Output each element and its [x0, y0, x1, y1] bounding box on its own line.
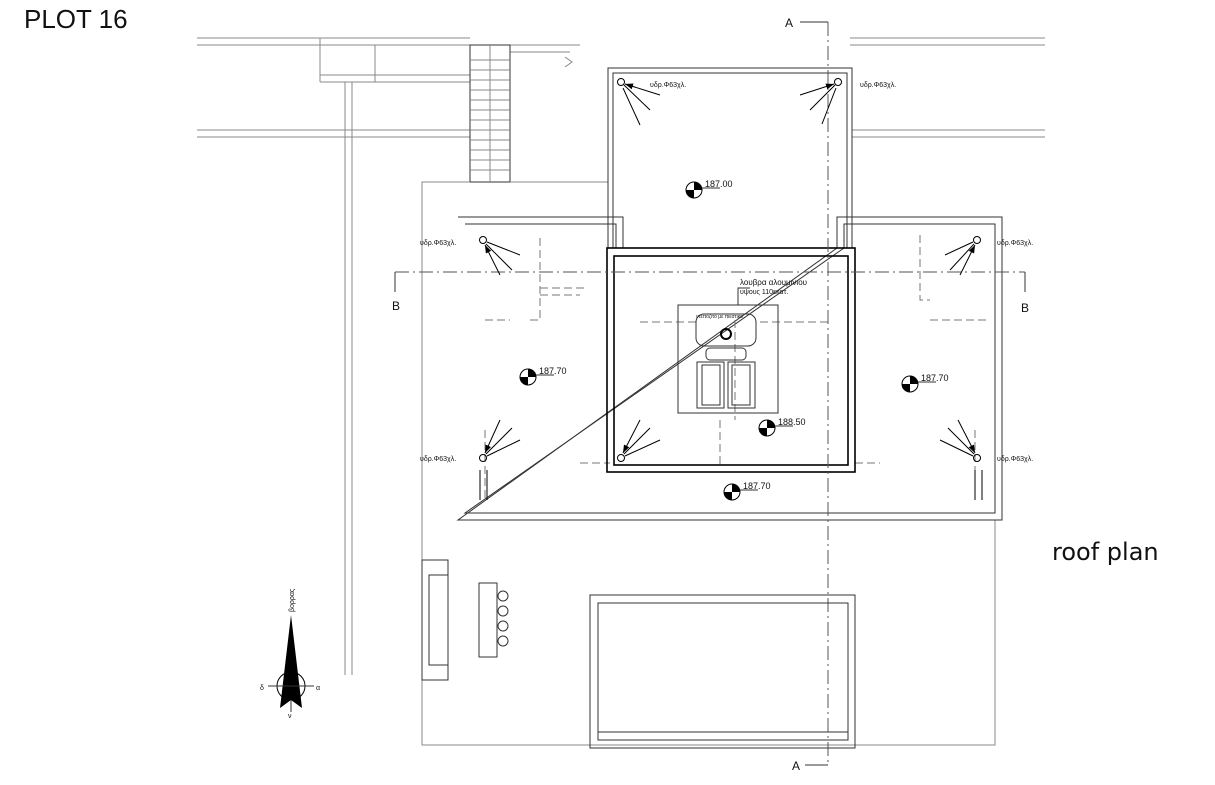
level-bottom: 187.70	[743, 481, 771, 491]
site-lines	[197, 37, 1045, 675]
section-b-label-left: B	[392, 299, 400, 313]
compass-south: ν	[288, 713, 292, 720]
compass-east: α	[316, 685, 320, 692]
drain-label: υδρ.Φ63χλ.	[420, 240, 456, 247]
level-center: 188.50	[778, 417, 806, 427]
yard-features	[421, 559, 509, 681]
compass-north: βορρας	[289, 588, 296, 612]
north-arrow-icon	[268, 615, 314, 712]
tank-label: ντεπόζιτο με πιεστικο	[696, 313, 743, 320]
top-roof	[607, 67, 853, 249]
plot-title: PLOT 16	[24, 4, 128, 34]
staircase	[469, 44, 511, 183]
center-roof	[606, 247, 856, 473]
roof-drains	[480, 79, 983, 500]
section-b-label-right: B	[1021, 301, 1029, 315]
drain-label: υδρ.Φ63χλ.	[650, 82, 686, 89]
drawing-title: roof plan	[1052, 538, 1159, 566]
section-a-label-bottom: A	[792, 759, 800, 773]
louvre-height-label: υψους 110εκατ.	[740, 289, 788, 296]
compass-west: δ	[260, 685, 264, 692]
level-top: 187.00	[705, 179, 733, 189]
section-a-label-top: A	[785, 16, 793, 30]
drain-label: υδρ.Φ63χλ.	[997, 456, 1033, 463]
lot-boundary	[421, 181, 996, 746]
level-markers	[519, 181, 936, 501]
drain-labels: υδρ.Φ63χλ. υδρ.Φ63χλ. υδρ.Φ63χλ. υδρ.Φ63…	[420, 82, 1033, 463]
drain-label: υδρ.Φ63χλ.	[997, 240, 1033, 247]
level-left: 187.70	[539, 366, 567, 376]
drain-label: υδρ.Φ63χλ.	[420, 456, 456, 463]
section-line-b	[394, 271, 1026, 292]
drain-label: υδρ.Φ63χλ.	[860, 82, 896, 89]
louvre-label: λουβρα αλουμινιου	[740, 278, 807, 287]
section-line-a	[800, 21, 829, 766]
water-tank	[695, 313, 757, 409]
pool	[589, 594, 856, 749]
main-roof	[456, 216, 1003, 521]
level-right: 187.70	[921, 373, 949, 383]
